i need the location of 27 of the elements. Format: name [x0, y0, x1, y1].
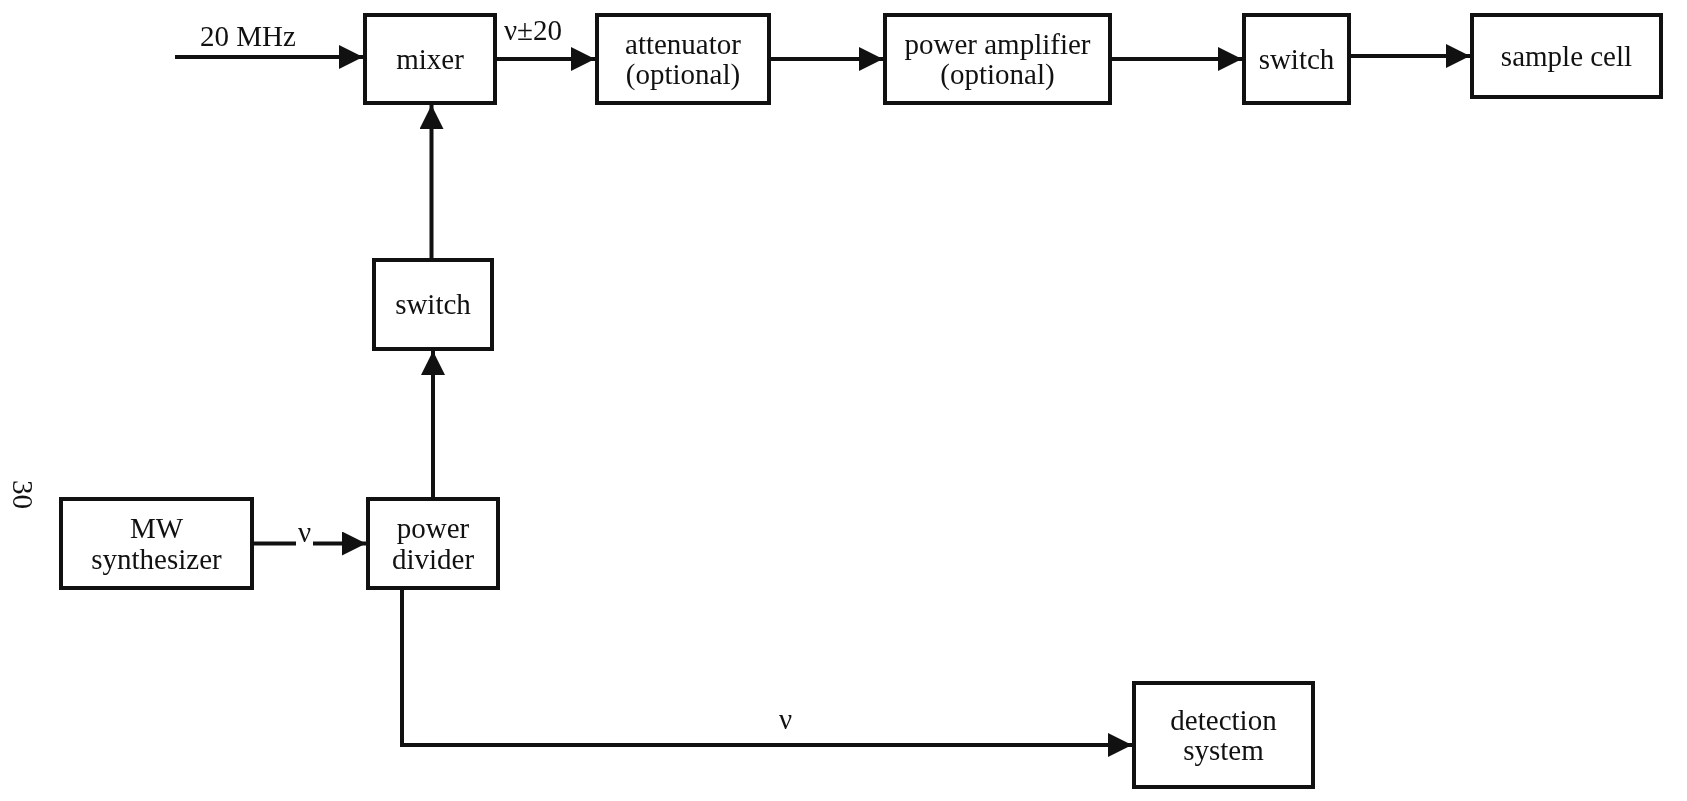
block-label: switch	[1258, 43, 1335, 75]
arrow	[175, 45, 363, 69]
arrow	[771, 47, 883, 71]
arrow	[1351, 44, 1470, 68]
block-box	[363, 13, 497, 105]
block-box	[1470, 13, 1663, 99]
block-label: mixer	[396, 43, 464, 75]
arrow	[421, 351, 445, 497]
block-box	[595, 13, 771, 105]
block-label: detection system	[1169, 704, 1278, 766]
block-box	[1132, 681, 1315, 789]
arrow	[1112, 47, 1242, 71]
arrow	[400, 590, 1132, 757]
block-label: attenuator (optional)	[624, 28, 742, 90]
block-box	[59, 497, 254, 590]
block-label: sample cell	[1500, 40, 1633, 72]
block-box	[372, 258, 494, 351]
block-box	[883, 13, 1112, 105]
block-label: power divider	[390, 513, 476, 574]
block-label: power amplifier (optional)	[903, 28, 1092, 90]
block-label: switch	[395, 289, 471, 320]
block-box	[366, 497, 500, 590]
block-label: MW synthesizer	[90, 513, 223, 574]
block-box	[1242, 13, 1351, 105]
arrow	[254, 531, 366, 556]
arrow	[497, 47, 595, 71]
arrow	[419, 105, 444, 258]
